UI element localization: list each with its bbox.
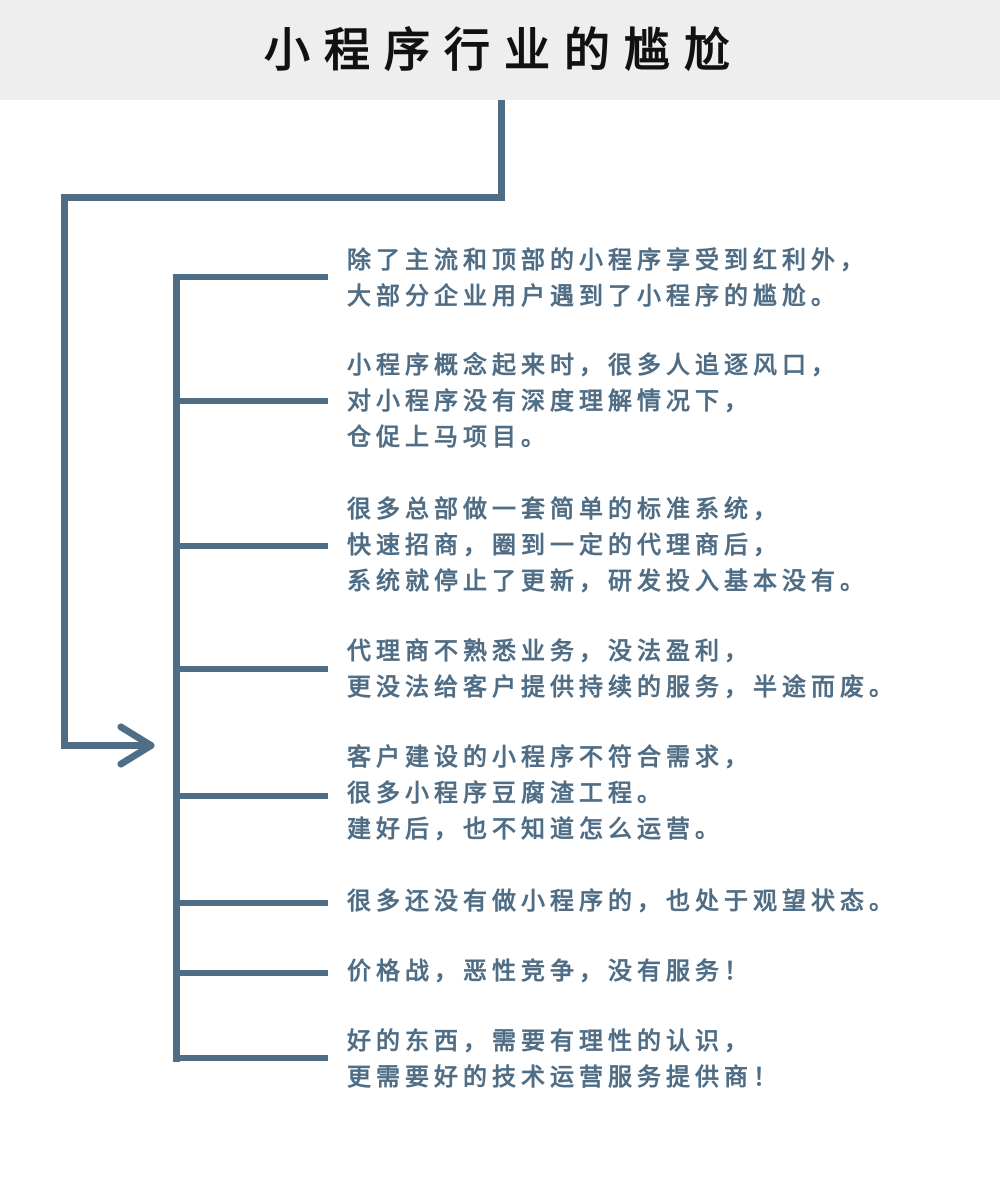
item-line: 小程序概念起来时，很多人追逐风口， xyxy=(347,351,840,379)
item-line: 更需要好的技术运营服务提供商！ xyxy=(347,1063,782,1091)
list-item: 好的东西，需要有理性的认识， 更需要好的技术运营服务提供商！ xyxy=(347,1023,987,1095)
item-line: 系统就停止了更新，研发投入基本没有。 xyxy=(347,567,869,595)
connector-horizontal xyxy=(61,194,505,201)
connector-down xyxy=(498,100,505,201)
item-line: 仓促上马项目。 xyxy=(347,423,550,451)
connector-left-vertical xyxy=(61,194,68,749)
connector-arrow-shaft xyxy=(61,742,151,749)
page-title: 小程序行业的尴尬 xyxy=(264,23,744,77)
bracket-branch xyxy=(173,793,328,799)
item-line: 快速招商，圈到一定的代理商后， xyxy=(347,531,782,559)
list-item: 代理商不熟悉业务，没法盈利， 更没法给客户提供持续的服务，半途而废。 xyxy=(347,633,987,705)
header-bar xyxy=(0,0,1000,100)
list-item: 小程序概念起来时，很多人追逐风口， 对小程序没有深度理解情况下， 仓促上马项目。 xyxy=(347,347,987,455)
item-line: 很多还没有做小程序的，也处于观望状态。 xyxy=(347,887,898,915)
bracket-branch xyxy=(173,970,328,976)
list-item: 很多总部做一套简单的标准系统， 快速招商，圈到一定的代理商后， 系统就停止了更新… xyxy=(347,491,987,599)
bracket-branch xyxy=(173,543,328,549)
list-item: 除了主流和顶部的小程序享受到红利外， 大部分企业用户遇到了小程序的尴尬。 xyxy=(347,242,987,314)
list-item: 很多还没有做小程序的，也处于观望状态。 xyxy=(347,883,987,919)
bracket-branch xyxy=(173,900,328,906)
bracket-branch xyxy=(173,1055,328,1061)
bracket-branch xyxy=(173,398,328,404)
item-line: 大部分企业用户遇到了小程序的尴尬。 xyxy=(347,282,840,310)
item-line: 代理商不熟悉业务，没法盈利， xyxy=(347,637,753,665)
item-line: 更没法给客户提供持续的服务，半途而废。 xyxy=(347,673,898,701)
list-item: 价格战，恶性竞争，没有服务！ xyxy=(347,953,987,989)
item-line: 除了主流和顶部的小程序享受到红利外， xyxy=(347,246,869,274)
item-line: 价格战，恶性竞争，没有服务！ xyxy=(347,957,753,985)
list-item: 客户建设的小程序不符合需求， 很多小程序豆腐渣工程。 建好后，也不知道怎么运营。 xyxy=(347,739,987,847)
item-line: 很多小程序豆腐渣工程。 xyxy=(347,779,666,807)
bracket-branch xyxy=(173,666,328,672)
item-line: 对小程序没有深度理解情况下， xyxy=(347,387,753,415)
item-line: 客户建设的小程序不符合需求， xyxy=(347,743,753,771)
bracket-branch xyxy=(173,274,328,280)
item-line: 好的东西，需要有理性的认识， xyxy=(347,1027,753,1055)
item-line: 很多总部做一套简单的标准系统， xyxy=(347,495,782,523)
item-line: 建好后，也不知道怎么运营。 xyxy=(347,815,724,843)
